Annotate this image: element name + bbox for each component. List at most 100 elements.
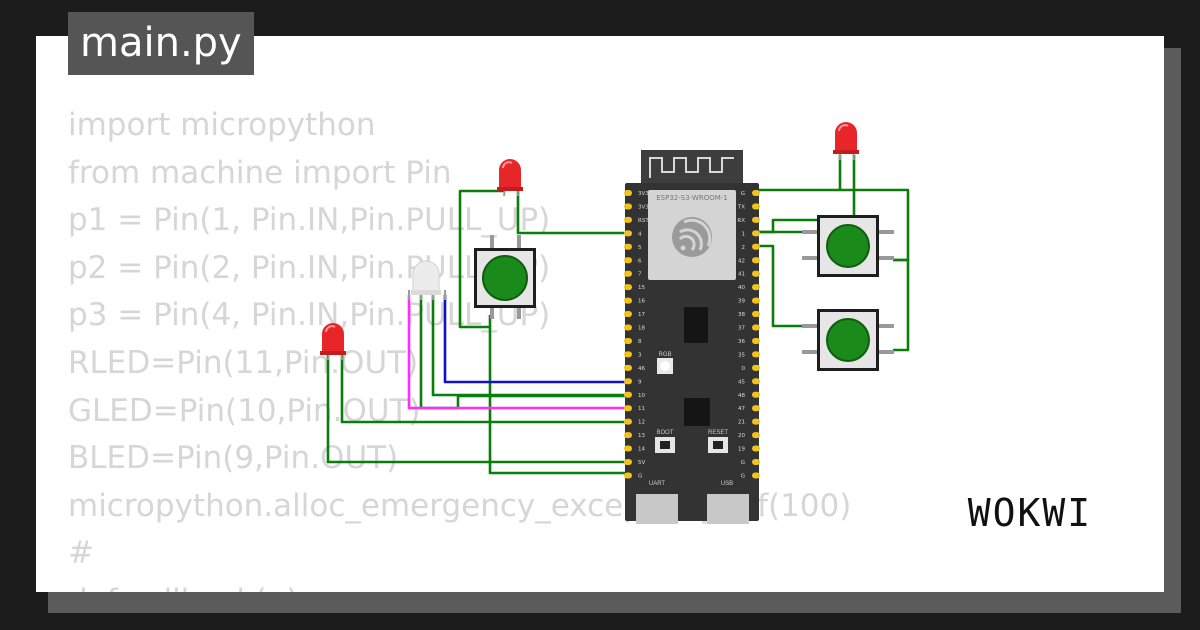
left-pin[interactable] (624, 378, 632, 385)
left-pin[interactable] (624, 391, 632, 398)
uart-port (636, 494, 678, 524)
wire-green[interactable] (419, 295, 629, 410)
left-pin[interactable] (624, 405, 632, 412)
right-pin[interactable] (752, 459, 760, 465)
left-pin[interactable] (624, 445, 632, 452)
rgb-led-component[interactable] (408, 260, 446, 300)
led-red-top-left[interactable] (497, 159, 523, 197)
left-pin[interactable] (624, 297, 632, 304)
wire-green[interactable] (340, 355, 629, 424)
code-preview: import micropython from machine import P… (68, 102, 851, 592)
right-pin-label: 20 (738, 433, 745, 439)
led-red-top-right[interactable] (833, 122, 859, 161)
left-pin[interactable] (624, 324, 632, 331)
left-pin[interactable] (624, 243, 632, 250)
left-pin[interactable] (624, 216, 632, 223)
right-pin[interactable] (752, 311, 760, 318)
right-pin[interactable] (752, 472, 760, 479)
right-pin-label: 42 (738, 258, 745, 264)
esp32-s3-board[interactable]: ESP32-S3-WROOM-1 RGB BOOT RESET UART USB… (624, 150, 760, 524)
left-pin[interactable] (624, 257, 632, 264)
right-pin[interactable] (752, 230, 760, 237)
left-pin[interactable] (624, 270, 632, 277)
left-pin[interactable] (624, 284, 632, 291)
pushbutton-right-bottom[interactable] (802, 309, 894, 371)
left-pin[interactable] (624, 190, 632, 196)
right-pin[interactable] (752, 418, 760, 425)
espressif-logo-icon (672, 217, 712, 257)
code-line: p2 = Pin(2, Pin.IN,Pin.PULL_UP) (68, 249, 551, 286)
right-pin[interactable] (752, 216, 760, 223)
right-pin-label: 19 (738, 447, 745, 453)
wire-magenta[interactable] (407, 295, 629, 410)
wire-green[interactable] (516, 191, 629, 235)
right-pin[interactable] (752, 257, 760, 264)
code-line: from machine import Pin (68, 154, 452, 191)
left-pin-label: 3 (638, 352, 642, 358)
right-pin-label: 41 (738, 272, 745, 278)
left-pin[interactable] (624, 203, 632, 210)
left-pin-label: 5 (638, 245, 642, 251)
led-red-left[interactable] (320, 323, 346, 361)
right-pin[interactable] (752, 432, 760, 439)
wire-green[interactable] (893, 258, 910, 352)
right-pin-label: 38 (738, 312, 745, 318)
left-pin[interactable] (624, 459, 632, 465)
left-pin-label: 5V (638, 460, 645, 466)
left-pin[interactable] (624, 472, 632, 479)
wokwi-logo-text: WOKWI (968, 491, 1092, 535)
right-pin[interactable] (752, 445, 760, 452)
right-pin[interactable] (752, 243, 760, 250)
left-pin[interactable] (624, 364, 632, 371)
right-pin[interactable] (752, 284, 760, 291)
right-pin[interactable] (752, 337, 760, 344)
code-line: # (68, 535, 94, 572)
code-line: import micropython (68, 107, 376, 143)
left-pin-label: RST (638, 218, 649, 224)
right-pin-label: RX (737, 218, 745, 224)
wire-green[interactable] (458, 189, 504, 329)
left-pin-label: 4 (638, 231, 642, 237)
reset-label: RESET (708, 430, 728, 436)
right-pin[interactable] (752, 405, 760, 412)
file-tab[interactable]: main.py (68, 12, 254, 75)
wire-green[interactable] (326, 355, 631, 478)
left-pin[interactable] (624, 311, 632, 318)
right-pin[interactable] (752, 351, 760, 358)
right-pin[interactable] (752, 364, 760, 371)
wire-green[interactable] (488, 315, 629, 475)
wire-green[interactable] (431, 295, 629, 397)
left-pin-label: 8 (638, 339, 642, 345)
pushbutton-left[interactable] (474, 235, 536, 319)
right-pin-label: 36 (738, 339, 745, 345)
right-pin[interactable] (752, 324, 760, 331)
right-pin[interactable] (752, 378, 760, 385)
usb-port (707, 494, 749, 524)
left-pin[interactable] (624, 230, 632, 237)
left-pin-label: 15 (638, 285, 645, 291)
boot-label: BOOT (656, 430, 673, 436)
right-pin-label: 37 (738, 326, 745, 332)
right-pin-label: 0 (742, 366, 746, 372)
wire-green[interactable] (752, 244, 806, 328)
left-pin[interactable] (624, 337, 632, 344)
right-pin-label: G (741, 191, 745, 197)
code-line: p1 = Pin(1, Pin.IN,Pin.PULL_UP) (68, 202, 551, 239)
pushbutton-right-top[interactable] (802, 215, 894, 277)
right-pin[interactable] (752, 190, 760, 196)
left-pin-label: 17 (638, 312, 645, 318)
right-pin-label: 40 (738, 285, 745, 291)
wire-blue[interactable] (443, 295, 629, 384)
left-pin[interactable] (624, 432, 632, 439)
right-pin[interactable] (752, 391, 760, 398)
right-pin[interactable] (752, 203, 760, 210)
left-pin[interactable] (624, 351, 632, 358)
left-pin[interactable] (624, 418, 632, 425)
right-pin-label: G (741, 473, 745, 479)
right-pin-label: 1 (742, 231, 746, 237)
right-pin[interactable] (752, 297, 760, 304)
right-pin[interactable] (752, 270, 760, 277)
